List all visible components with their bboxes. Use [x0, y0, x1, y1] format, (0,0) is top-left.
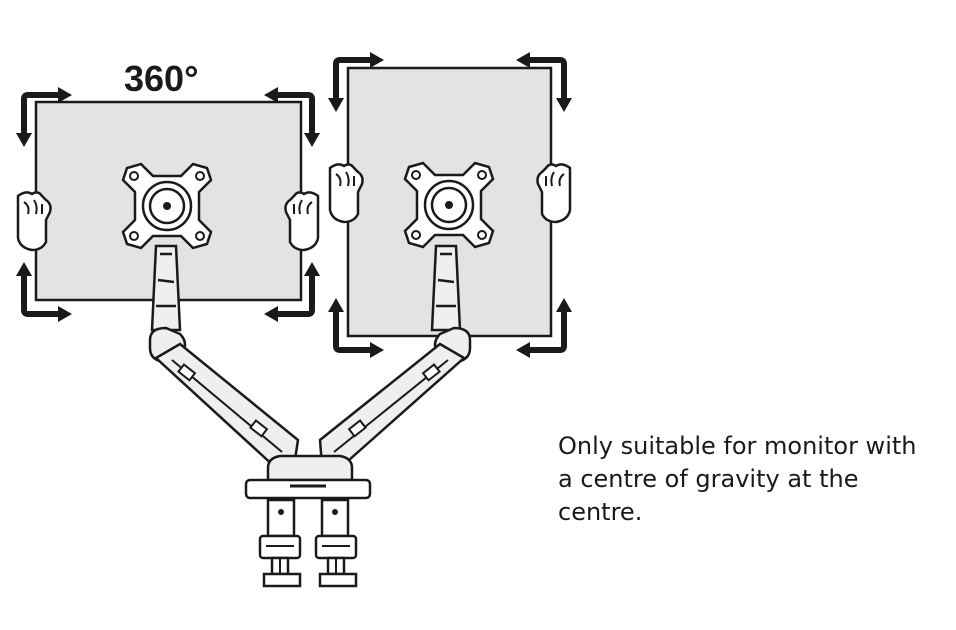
vesa-plate-icon [121, 162, 213, 250]
note-line: centre. [558, 498, 643, 526]
hand-icon [284, 191, 320, 252]
desk-clamp-icon [244, 454, 372, 588]
compatibility-note: Only suitable for monitor with a centre … [558, 430, 953, 529]
vesa-plate-icon [403, 161, 495, 249]
left-arm [148, 244, 300, 470]
note-line: Only suitable for monitor with [558, 432, 917, 460]
hand-icon [16, 191, 52, 252]
hand-icon [328, 163, 364, 224]
right-arm [318, 244, 472, 470]
hand-icon [536, 163, 572, 224]
rotation-label: 360° [124, 58, 199, 99]
note-line: a centre of gravity at the [558, 465, 859, 493]
